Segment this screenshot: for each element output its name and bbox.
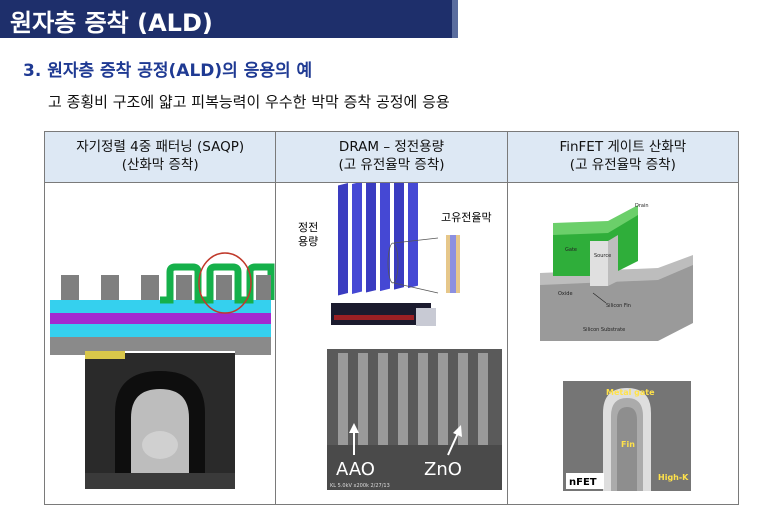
dram-diagram: 정전 용량 고유전율막 [276, 183, 507, 500]
column-header-line2: (산화막 증착) [122, 157, 199, 173]
finfet-diagram: Drain Gate Source Oxide Silicon Fin Sili… [508, 183, 741, 500]
saqp-diagram [45, 183, 276, 500]
title-bar: 원자층 증착 (ALD) [0, 0, 452, 38]
saqp-cell [45, 183, 276, 505]
column-header-line2: (고 유전율막 증착) [570, 157, 676, 173]
column-header-line1: 자기정렬 4중 패터닝 (SAQP) [76, 139, 244, 155]
cap-label-1: 정전 [298, 221, 318, 234]
column-header-line1: FinFET 게이트 산화막 [559, 139, 686, 155]
column-header-line2: (고 유전율막 증착) [338, 157, 444, 173]
column-header-line1: DRAM – 정전용량 [339, 139, 444, 155]
label-metal-gate: Metal gate [606, 388, 655, 397]
label-silicon-fin: Silicon Fin [606, 303, 631, 309]
section-description: 고 종횡비 구조에 얇고 피복능력이 우수한 박막 증착 공정에 응용 [48, 91, 450, 112]
label-drain: Drain [635, 203, 649, 209]
sem-label-zno: ZnO [424, 459, 462, 480]
column-header-saqp: 자기정렬 4중 패터닝 (SAQP) (산화막 증착) [45, 132, 276, 183]
label-gate: Gate [565, 247, 577, 253]
label-source: Source [594, 253, 611, 259]
section-heading: 3. 원자층 증착 공정(ALD)의 응용의 예 [23, 56, 312, 81]
label-oxide: Oxide [558, 291, 573, 297]
column-header-finfet: FinFET 게이트 산화막 (고 유전율막 증착) [507, 132, 738, 183]
sem-caption: KL 5.0kV x200k 2/27/13 [330, 483, 390, 489]
cap-label-2: 용량 [298, 235, 318, 248]
column-header-dram: DRAM – 정전용량 (고 유전율막 증착) [276, 132, 507, 183]
label-nfet: nFET [569, 477, 597, 488]
page-title: 원자층 증착 (ALD) [10, 3, 213, 38]
capacitor-array [331, 183, 436, 326]
label-substrate: Silicon Substrate [583, 327, 625, 333]
title-bar-accent [452, 0, 458, 38]
sem-label-aao: AAO [336, 459, 375, 480]
application-table: 자기정렬 4중 패터닝 (SAQP) (산화막 증착) DRAM – 정전용량 … [44, 131, 739, 505]
label-high-k: High-K [658, 473, 689, 482]
label-fin: Fin [621, 440, 635, 449]
dram-cell: 정전 용량 고유전율막 [276, 183, 507, 505]
dielectric-label: 고유전율막 [441, 211, 492, 224]
finfet-cell: Drain Gate Source Oxide Silicon Fin Sili… [507, 183, 738, 505]
